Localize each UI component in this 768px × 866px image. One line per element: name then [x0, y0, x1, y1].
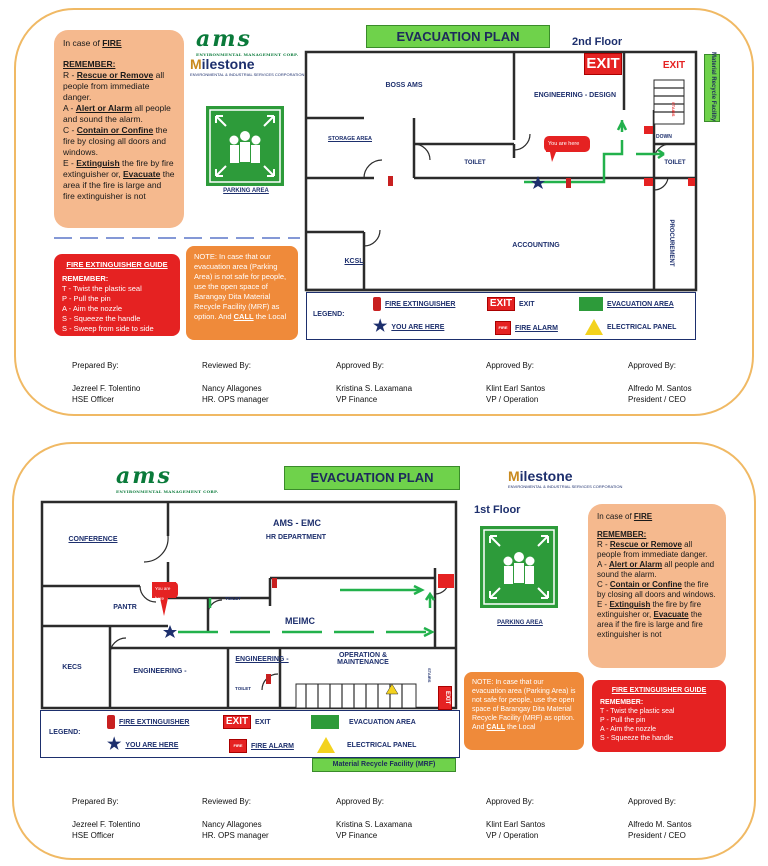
room-toilet-2: TOILET: [235, 686, 251, 691]
plan-title-bottom: EVACUATION PLAN: [284, 466, 460, 490]
star-icon: ★: [373, 318, 388, 335]
floor-label: 2nd Floor: [572, 36, 623, 48]
evacuation-panel-1st-floor: [12, 442, 756, 860]
ams-logo-bottom: ams ENVIRONMENTAL MANAGEMENT CORP.: [116, 463, 219, 494]
svg-text:STAIRS: STAIRS: [427, 668, 432, 683]
room-kcsl: KCSL: [344, 258, 364, 265]
you-are-here-tag: You are here: [544, 136, 590, 152]
room-conference: CONFERENCE: [68, 536, 118, 543]
room-engineering-2: ENGINEERING -: [235, 656, 289, 663]
fire-race-box-bottom: In case of FIRE REMEMBER: R - Rescue or …: [588, 504, 726, 668]
room-meimc: MEIMC: [285, 616, 315, 626]
exit-icon: EXIT: [487, 297, 515, 311]
star-icon-bottom: ★: [107, 736, 122, 753]
evacuation-area-legend-icon: [579, 297, 603, 311]
room-toilet: TOILET: [225, 596, 241, 601]
svg-text:STAIRS: STAIRS: [671, 102, 676, 117]
room-operation-maintenance: OPERATION & MAINTENANCE: [337, 652, 389, 666]
exit-sign-bottom: EXIT: [438, 686, 452, 710]
evacuation-area-legend-icon-bottom: [311, 715, 339, 729]
fire-alarm-icon: FIRE: [495, 321, 511, 335]
floor-map-2nd: DOWN STAIRS: [304, 50, 698, 292]
exit-sign: EXIT: [584, 53, 622, 75]
divider-line: [54, 237, 300, 239]
room-hr-department: HR DEPARTMENT: [265, 534, 327, 541]
room-toilet-2: TOILET: [664, 160, 686, 166]
fire-race-box: In case of FIRE REMEMBER: R - Rescue or …: [54, 30, 184, 228]
floor-label-bottom: 1st Floor: [474, 504, 521, 516]
exit-sign-stairs: EXIT: [654, 60, 694, 74]
milestone-logo-bottom: Milestone ENVIRONMENTAL & INDUSTRIAL SER…: [508, 468, 623, 489]
fire-alarm-icon-bottom: FIRE: [229, 739, 247, 753]
fire-extinguisher-icon: [373, 297, 381, 311]
room-pantr: PANTR: [113, 604, 137, 611]
extinguisher-guide-box-bottom: FIRE EXTINGUISHER GUIDE REMEMBER: T - Tw…: [592, 680, 726, 752]
room-toilet-1: TOILET: [464, 160, 486, 166]
extinguisher-guide-box: FIRE EXTINGUISHER GUIDE REMEMBER: T - Tw…: [54, 254, 180, 336]
parking-area-label: PARKING AREA: [223, 188, 269, 194]
ams-logo: ams ENVIRONMENTAL MANAGEMENT CORP.: [196, 26, 299, 57]
room-ams-emc: AMS - EMC: [273, 518, 321, 528]
room-storage-area: STORAGE AREA: [327, 136, 372, 142]
room-accounting: ACCOUNTING: [512, 242, 560, 249]
legend-title-bottom: LEGEND:: [49, 729, 81, 736]
legend-title: LEGEND:: [313, 311, 345, 318]
room-engineering-1: ENGINEERING -: [133, 668, 187, 675]
fire-extinguisher-icon-bottom: [107, 715, 115, 729]
room-boss-ams: BOSS AMS: [385, 82, 423, 89]
room-procurement: PROCUREMENT: [668, 219, 674, 267]
svg-text:DOWN: DOWN: [656, 134, 672, 140]
electrical-panel-icon: [585, 319, 603, 335]
exit-icon-bottom: EXIT: [223, 715, 251, 729]
mrf-bar: Material Recycle Facility (MRF): [312, 758, 456, 772]
evacuation-area-icon: [206, 106, 284, 186]
parking-area-label-bottom: PARKING AREA: [497, 620, 543, 626]
milestone-logo: Milestone ENVIRONMENTAL & INDUSTRIAL SER…: [190, 56, 305, 77]
room-engineering-design: ENGINEERING - DESIGN: [533, 92, 617, 99]
mrf-side-label: Material Recycle Facility: [704, 52, 720, 122]
electrical-panel-icon-bottom: [317, 737, 335, 753]
evacuation-panel-2nd-floor: [14, 8, 754, 416]
room-kecs: KECS: [62, 664, 82, 671]
you-are-here-tag-bottom: You are here: [152, 582, 178, 601]
note-box: NOTE: In case that our evacuation area (…: [186, 246, 298, 340]
plan-title: EVACUATION PLAN: [366, 25, 550, 48]
note-box-bottom: NOTE: In case that our evacuation area (…: [464, 672, 584, 750]
evacuation-area-icon-bottom: [480, 526, 558, 608]
